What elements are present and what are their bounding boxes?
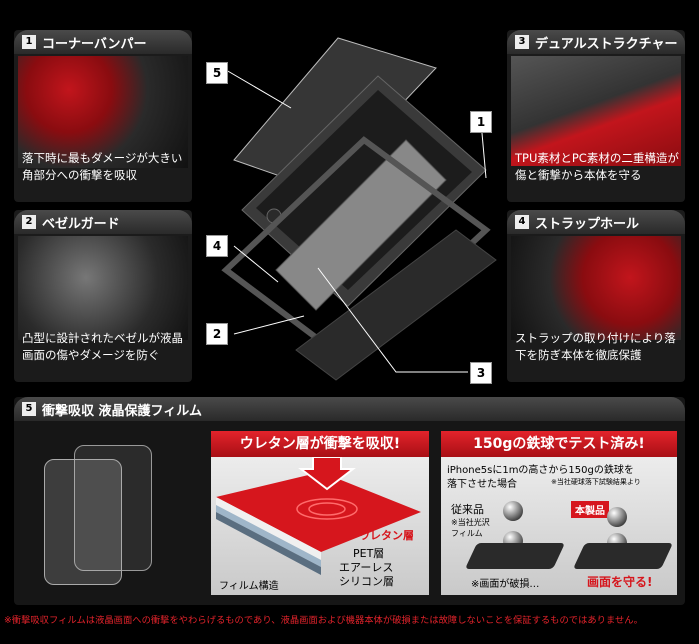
label-airless: エアーレス [339, 561, 394, 574]
feature-2-title: ベゼルガード [42, 216, 120, 232]
product-badge: 本製品 [571, 501, 609, 518]
feature-1-title: コーナーバンパー [42, 36, 147, 52]
feature-2-number: 2 [22, 215, 36, 229]
feature-4-panel: 4 ストラップホール ストラップの取り付けにより落下を防ぎ本体を徹底保護 [507, 210, 685, 382]
callout-3: 3 [470, 362, 492, 384]
label-urethane-layer: ウレタン層 [359, 529, 414, 542]
feature-2-tab: 2 ベゼルガード [14, 210, 192, 234]
label-film-structure: フィルム構造 [219, 581, 279, 592]
drop-test-line2: 落下させた場合 [447, 479, 517, 490]
broken-text: ※画面が破損… [471, 579, 540, 590]
film-structure-panel: ウレタン層が衝撃を吸収! ウレタン層 PET層 エアーレス シリコン層 フィルム… [211, 431, 429, 595]
callout-5-line [225, 69, 292, 109]
steel-ball-left-top [503, 501, 523, 521]
feature-1-number: 1 [22, 35, 36, 49]
feature-1-tab: 1 コーナーバンパー [14, 30, 192, 54]
feature-5-number: 5 [22, 402, 36, 416]
conventional-note-2: フィルム [451, 529, 483, 538]
feature-3-panel: 3 デュアルストラクチャー TPU素材とPC素材の二重構造が傷と衝撃から本体を守… [507, 30, 685, 202]
callout-5: 5 [206, 62, 228, 84]
feature-4-number: 4 [515, 215, 529, 229]
callout-4: 4 [206, 235, 228, 257]
callout-1: 1 [470, 111, 492, 133]
feature-1-image [18, 56, 188, 168]
feature-2-description: 凸型に設計されたベゼルが液晶画面の傷やダメージを防ぐ [22, 331, 183, 362]
test-phone-left [464, 543, 566, 569]
feature-5-title: 衝撃吸収 液晶保護フィルム [42, 403, 203, 419]
steel-ball-right-top [607, 507, 627, 527]
disclaimer: ※衝撃吸収フィルムは液晶画面への衝撃をやわらげるものであり、液晶画面および機器本… [4, 615, 643, 626]
conventional-note-1: ※当社光沢 [451, 518, 490, 527]
test-phone-right [572, 543, 674, 569]
callout-2-line [233, 315, 305, 335]
feature-1-description: 落下時に最もダメージが大きい角部分への衝撃を吸収 [22, 151, 183, 182]
feature-3-image [511, 56, 681, 166]
drop-test-note: ※当社硬球落下試験結果より [551, 478, 641, 486]
feature-3-title: デュアルストラクチャー [535, 36, 678, 52]
film-sheet-back [74, 445, 152, 571]
feature-4-tab: 4 ストラップホール [507, 210, 685, 234]
drop-test-header: 150gの鉄球でテスト済み! [441, 431, 677, 457]
flip-cover [295, 229, 497, 381]
feature-3-tab: 3 デュアルストラクチャー [507, 30, 685, 54]
feature-2-panel: 2 ベゼルガード 凸型に設計されたベゼルが液晶画面の傷やダメージを防ぐ [14, 210, 192, 382]
outer-bumper [221, 136, 491, 364]
label-pet-layer: PET層 [353, 547, 385, 560]
urethane-layer-shape [216, 472, 421, 552]
drop-test-line1: iPhone5sに1mの高さから150gの鉄球を [447, 465, 634, 476]
film-sheet-front [44, 459, 122, 585]
feature-5-section: 5 衝撃吸収 液晶保護フィルム ウレタン層が衝撃を吸収! ウレタン層 PET層 … [14, 397, 685, 605]
feature-3-number: 3 [515, 35, 529, 49]
impact-arrow-icon [298, 457, 356, 491]
drop-test-panel: 150gの鉄球でテスト済み! iPhone5sに1mの高さから150gの鉄球を … [441, 431, 677, 595]
honeycomb-layer [275, 139, 447, 311]
protected-text: 画面を守る! [587, 575, 653, 589]
callout-3-line [317, 267, 468, 373]
label-silicone-layer: シリコン層 [339, 575, 394, 588]
feature-5-tab: 5 衝撃吸収 液晶保護フィルム [14, 397, 685, 421]
film-layers-diagram [216, 457, 421, 575]
feature-1-panel: 1 コーナーバンパー 落下時に最もダメージが大きい角部分への衝撃を吸収 [14, 30, 192, 202]
callout-4-line [233, 245, 279, 283]
film-photo [44, 445, 164, 585]
exploded-case-illustration [221, 37, 497, 381]
feature-4-description: ストラップの取り付けにより落下を防ぎ本体を徹底保護 [515, 331, 676, 362]
conventional-label: 従来品 [451, 503, 484, 516]
feature-3-description: TPU素材とPC素材の二重構造が傷と衝撃から本体を守る [515, 151, 679, 182]
film-structure-header: ウレタン層が衝撃を吸収! [211, 431, 429, 457]
callout-2: 2 [206, 323, 228, 345]
feature-4-image [511, 236, 681, 340]
feature-2-image [18, 236, 188, 340]
feature-4-title: ストラップホール [535, 216, 640, 232]
